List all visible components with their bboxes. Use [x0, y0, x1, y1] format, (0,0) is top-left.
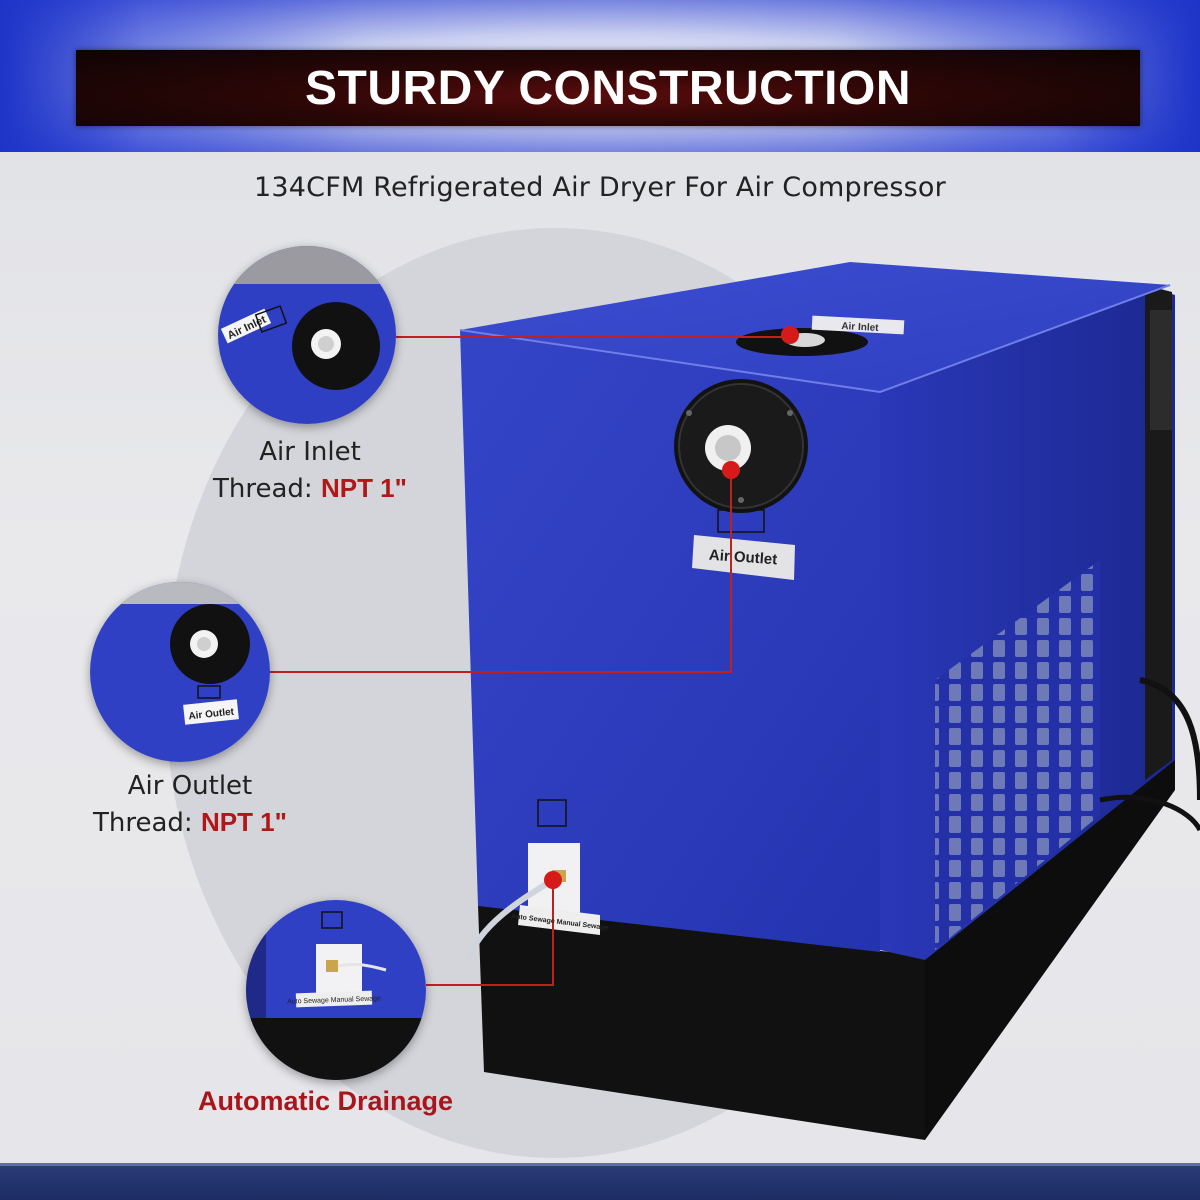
title-banner: STURDY CONSTRUCTION [76, 50, 1140, 126]
air-inlet-caption: Air Inlet Thread: NPT 1" [200, 434, 420, 507]
air-inlet-thread-prefix: Thread: [213, 474, 313, 504]
air-inlet-thread-value: NPT 1" [320, 473, 407, 503]
top-inlet-sticker-label: Air Inlet [841, 321, 879, 334]
air-outlet-name: Air Outlet [127, 771, 253, 801]
footer-bar [0, 1163, 1200, 1200]
air-outlet-thread-value: NPT 1" [200, 807, 287, 837]
page-title: STURDY CONSTRUCTION [305, 61, 911, 115]
outlet-callout-line [270, 470, 732, 673]
side-vent-grille [935, 560, 1100, 950]
drain-zoom-label: Auto Sewage Manual Sewage [287, 995, 381, 1005]
outlet-zoom-label: Air Outlet [188, 707, 235, 723]
air-inlet-name: Air Inlet [259, 437, 361, 467]
outlet-plate-label: Air Outlet [708, 547, 777, 569]
product-subtitle: 134CFM Refrigerated Air Dryer For Air Co… [254, 172, 946, 203]
drainage-detail-zoom: Auto Sewage Manual Sewage [246, 900, 426, 1080]
air-inlet-thread: Thread: NPT 1" [200, 470, 420, 507]
dryer-base [478, 905, 925, 1140]
drain-plate-label: Auto Sewage Manual Sewage [511, 913, 609, 932]
drain-callout-line [426, 880, 554, 986]
air-outlet-thread: Thread: NPT 1" [80, 804, 300, 841]
drainage-zoom-image: Auto Sewage Manual Sewage [246, 900, 426, 1080]
air-outlet-thread-prefix: Thread: [93, 808, 193, 838]
air-outlet-caption: Air Outlet Thread: NPT 1" [80, 768, 300, 841]
automatic-drainage-caption: Automatic Drainage [198, 1086, 454, 1116]
